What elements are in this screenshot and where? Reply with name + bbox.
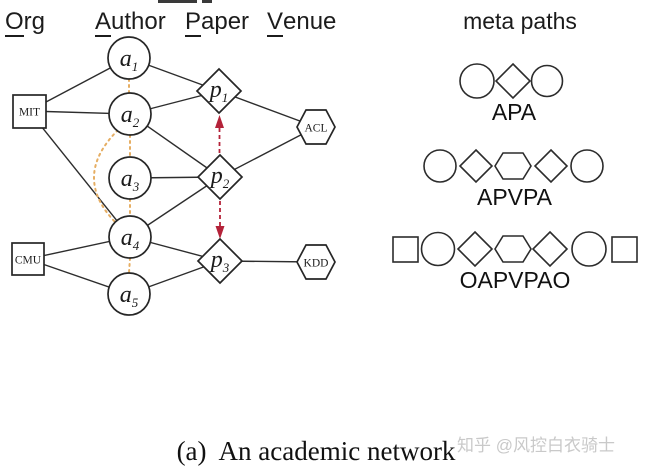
venue-label-kdd: KDD [304,258,329,270]
paper-shape-icon [533,148,569,184]
org-node-mit: MIT [12,94,47,129]
meta-paths-shapes [392,62,638,268]
academic-network-graph: MIT CMU a1 a2 a3 a4 a5 p1 [11,36,336,316]
author-label-a4-base: a [121,225,133,251]
venue-hexagon-acl [296,109,336,145]
org-square-cmu [11,242,45,276]
venue-shape-icon [494,152,532,180]
org-label-mit: MIT [19,107,40,119]
author-label-a2-sub: 2 [133,115,140,130]
author-label-a5: a5 [120,282,139,310]
paper-label-p1-base: p [208,77,222,103]
edge-mit-a4 [28,110,131,238]
org-label-cmu: CMU [15,255,42,267]
author-circle-a1 [107,36,151,80]
header-author: Author [95,8,166,38]
author-label-a2: a2 [121,102,140,130]
paper-diamond-p1 [195,67,243,115]
author-label-a5-base: a [120,282,132,308]
author-label-a1-base: a [120,46,132,72]
meta-paths-title: meta paths [463,8,577,34]
org-node-cmu: CMU [11,242,45,276]
paper-label-p2: p2 [209,163,230,191]
header-author-rest: uthor [111,8,166,35]
edge-p2-acl [219,126,317,178]
author-node-a4: a4 [108,215,152,259]
author-circle-a5 [107,272,151,316]
paper-label-p3-sub: 3 [222,260,230,275]
header-author-underlined-letter: A [95,8,112,38]
paper-node-p1: p1 [195,67,243,115]
author-label-a3: a3 [121,166,140,194]
venue-node-kdd: KDD [296,244,336,280]
header-org-rest: rg [23,8,46,35]
meta-path-label-apa: APA [491,99,537,125]
paper-diamond-p3 [196,237,244,285]
meta-path-row-oapvpao [392,230,638,268]
header-venue: Venue [267,8,337,38]
author-node-a2: a2 [108,92,152,136]
author-label-a1-sub: 1 [132,59,139,74]
paper-label-p3: p3 [209,247,230,275]
figure-caption: (a) An academic network [176,436,456,466]
citation-arrowhead-down-icon [215,226,225,239]
paper-label-p1: p1 [208,77,229,105]
paper-shape-icon [531,230,569,268]
venue-shape-icon [494,235,532,263]
meta-path-label-oapvpao: OAPVPAO [459,267,571,293]
header-venue-underlined-letter: V [267,8,284,38]
author-label-a3-base: a [121,166,133,192]
author-node-a1: a1 [107,36,151,80]
author-label-a1: a1 [120,46,139,74]
crop-artifact [158,0,197,3]
author-shape-icon [420,231,456,267]
author-shape-icon [571,231,607,267]
org-square-mit [12,94,47,129]
coauthor-dash-a4-a5 [128,257,131,274]
header-paper: Paper [185,8,250,38]
paper-label-p2-base: p [209,163,223,189]
paper-shape-icon [494,62,532,100]
paper-label-p1-sub: 1 [222,90,229,105]
author-shape-icon [459,63,495,99]
author-circle-a2 [108,92,152,136]
paper-shape-icon [456,230,494,268]
author-circle-a3 [108,156,152,200]
meta-path-label-apvpa: APVPA [477,184,552,210]
author-label-a4-sub: 4 [133,238,140,253]
coauthor-dash-a2-a4-arc [93,129,119,226]
venue-node-acl: ACL [296,109,336,145]
author-node-a5: a5 [107,272,151,316]
meta-path-row-apvpa [423,148,604,184]
author-label-a4: a4 [121,225,140,253]
paper-label-p2-sub: 2 [223,176,230,191]
author-circle-a4 [108,215,152,259]
author-shape-icon [423,149,457,183]
venue-label-acl: ACL [305,123,328,135]
meta-path-row-apa [459,62,564,100]
citation-arrowhead-up-icon [215,115,224,128]
header-org-underlined-letter: O [5,8,24,38]
header-org: Org [5,8,46,38]
paper-node-p2: p2 [196,153,244,201]
org-shape-icon [392,236,419,263]
author-label-a3-sub: 3 [132,179,140,194]
author-shape-icon [530,64,564,98]
org-shape-icon [611,236,638,263]
header-venue-rest: enue [283,8,337,35]
author-node-a3: a3 [108,156,152,200]
paper-label-p3-base: p [209,247,223,273]
author-shape-icon [570,149,604,183]
paper-shape-icon [458,148,494,184]
venue-hexagon-kdd [296,244,336,280]
header-paper-rest: aper [201,8,250,35]
watermark: 知乎 @风控白衣骑士 [457,436,615,455]
paper-diamond-p2 [196,153,244,201]
author-label-a2-base: a [121,102,133,128]
paper-node-p3: p3 [196,237,244,285]
header-paper-underlined-letter: P [185,8,202,38]
author-label-a5-sub: 5 [132,295,139,310]
crop-artifact [202,0,212,3]
